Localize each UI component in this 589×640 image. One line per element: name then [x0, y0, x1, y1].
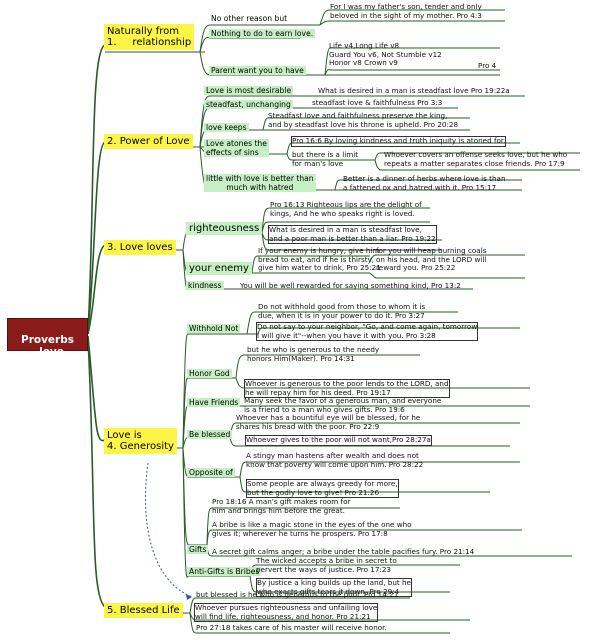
note: steadfast love & faithfulness Pro 3:3: [312, 98, 443, 107]
note: You will be well rewarded for saying som…: [240, 281, 461, 290]
branch-5-topic[interactable]: 5. Blessed Life: [104, 603, 183, 618]
branch-4-item-4[interactable]: Be blessed: [187, 430, 233, 439]
note: By justice a king builds up the land, bu…: [256, 578, 412, 598]
note: For I was my father's son, tender and on…: [330, 2, 482, 20]
note: Life v4,Long Life v8 Guard You v6, Not S…: [329, 41, 442, 68]
branch-2-topic[interactable]: 2. Power of Love: [104, 134, 193, 149]
branch-1-topic[interactable]: Naturally from 1. relationship: [104, 24, 195, 50]
note: Pro 18:16 A man's gift makes room for hi…: [212, 497, 351, 515]
branch-3-item-2[interactable]: your enemy: [186, 262, 252, 275]
note: Some people are always greedy for more, …: [246, 479, 399, 499]
root-label: Proverbs - love: [21, 334, 74, 358]
note: Steadfast love and faithfulness preserve…: [268, 111, 459, 129]
branch-2-item-2[interactable]: steadfast, unchanging: [204, 100, 293, 109]
branch-2-item-4[interactable]: Love atones the effects of sins: [204, 139, 269, 157]
branch-2-item-5[interactable]: little with love is better than much wit…: [204, 174, 316, 192]
branch-3-label: 3. Love loves: [107, 242, 173, 253]
branch-2-label: 2. Power of Love: [107, 136, 190, 147]
branch-4-label: Love is 4. Generosity: [107, 430, 174, 452]
note: Do not withhold good from those to whom …: [258, 302, 426, 320]
branch-1-item-1[interactable]: No other reason but: [211, 14, 288, 23]
branch-1-item-2[interactable]: Nothing to do to earn love.: [209, 29, 316, 38]
note: A bribe is like a magic stone in the eye…: [212, 520, 412, 538]
note: Whoever covers an offense seeks love, bu…: [384, 150, 568, 168]
note: for you will heap burning coals on his h…: [376, 246, 487, 273]
note: A secret gift calms anger; a bribe under…: [212, 547, 475, 556]
branch-1-item-3[interactable]: Parent want you to have: [209, 66, 306, 75]
branch-4-item-1[interactable]: Withhold Not: [187, 324, 241, 333]
branch-4-item-6[interactable]: Gifts: [187, 545, 209, 554]
branch-3-topic[interactable]: 3. Love loves: [104, 240, 176, 255]
note: If your enemy is hungry, give him bread …: [258, 246, 381, 273]
branch-2-item-1[interactable]: Love is most desirable: [204, 86, 294, 95]
branch-4-topic[interactable]: Love is 4. Generosity: [104, 428, 177, 454]
note: but blessed is he who is generous to the…: [196, 590, 399, 599]
note: but he who is generous to the needy hono…: [247, 345, 380, 363]
branch-4-item-3[interactable]: Have Friends: [187, 398, 241, 407]
note: but there is a limit for man's love: [292, 150, 359, 168]
note: Better is a dinner of herbs where love i…: [343, 174, 506, 192]
note: What is desired in a man is steadfast lo…: [268, 225, 437, 245]
note: Many seek the favor of a generous man, a…: [244, 396, 442, 414]
note: The wicked accepts a bribe in secret to …: [256, 556, 397, 574]
note: What is desired in a man is steadfast lo…: [318, 86, 510, 95]
branch-4-item-7[interactable]: Anti-Gifts is Bribes: [187, 567, 262, 576]
branch-4-item-5[interactable]: Opposite of: [187, 468, 235, 477]
note: A stingy man hastens after wealth and do…: [246, 451, 424, 469]
branch-3-item-1[interactable]: righteousness: [186, 222, 263, 235]
note: Pro 16:13 Righteous lips are the delight…: [270, 200, 422, 218]
note: Pro 16:6 By loving kindness and truth in…: [291, 136, 507, 147]
branch-3-item-3[interactable]: kindness: [186, 281, 224, 290]
note: Whoever has a bountiful eye will be bles…: [236, 413, 421, 431]
note: Whoever gives to the poor will not want,…: [245, 435, 432, 446]
note: Pro 4: [478, 61, 497, 70]
note: Pro 27:18 takes care of his master will …: [196, 623, 387, 632]
branch-2-item-3[interactable]: love keeps: [204, 123, 249, 132]
branch-5-label: 5. Blessed Life: [107, 605, 180, 616]
note: Whoever pursues righteousness and unfail…: [194, 603, 379, 623]
note: Whoever is generous to the poor lends to…: [244, 379, 450, 399]
branch-4-item-2[interactable]: Honor God: [187, 369, 232, 378]
note: Do not say to your neighbor, "Go, and co…: [256, 322, 479, 342]
root-topic[interactable]: Proverbs - love: [7, 318, 88, 358]
branch-1-label: Naturally from 1. relationship: [107, 26, 192, 48]
